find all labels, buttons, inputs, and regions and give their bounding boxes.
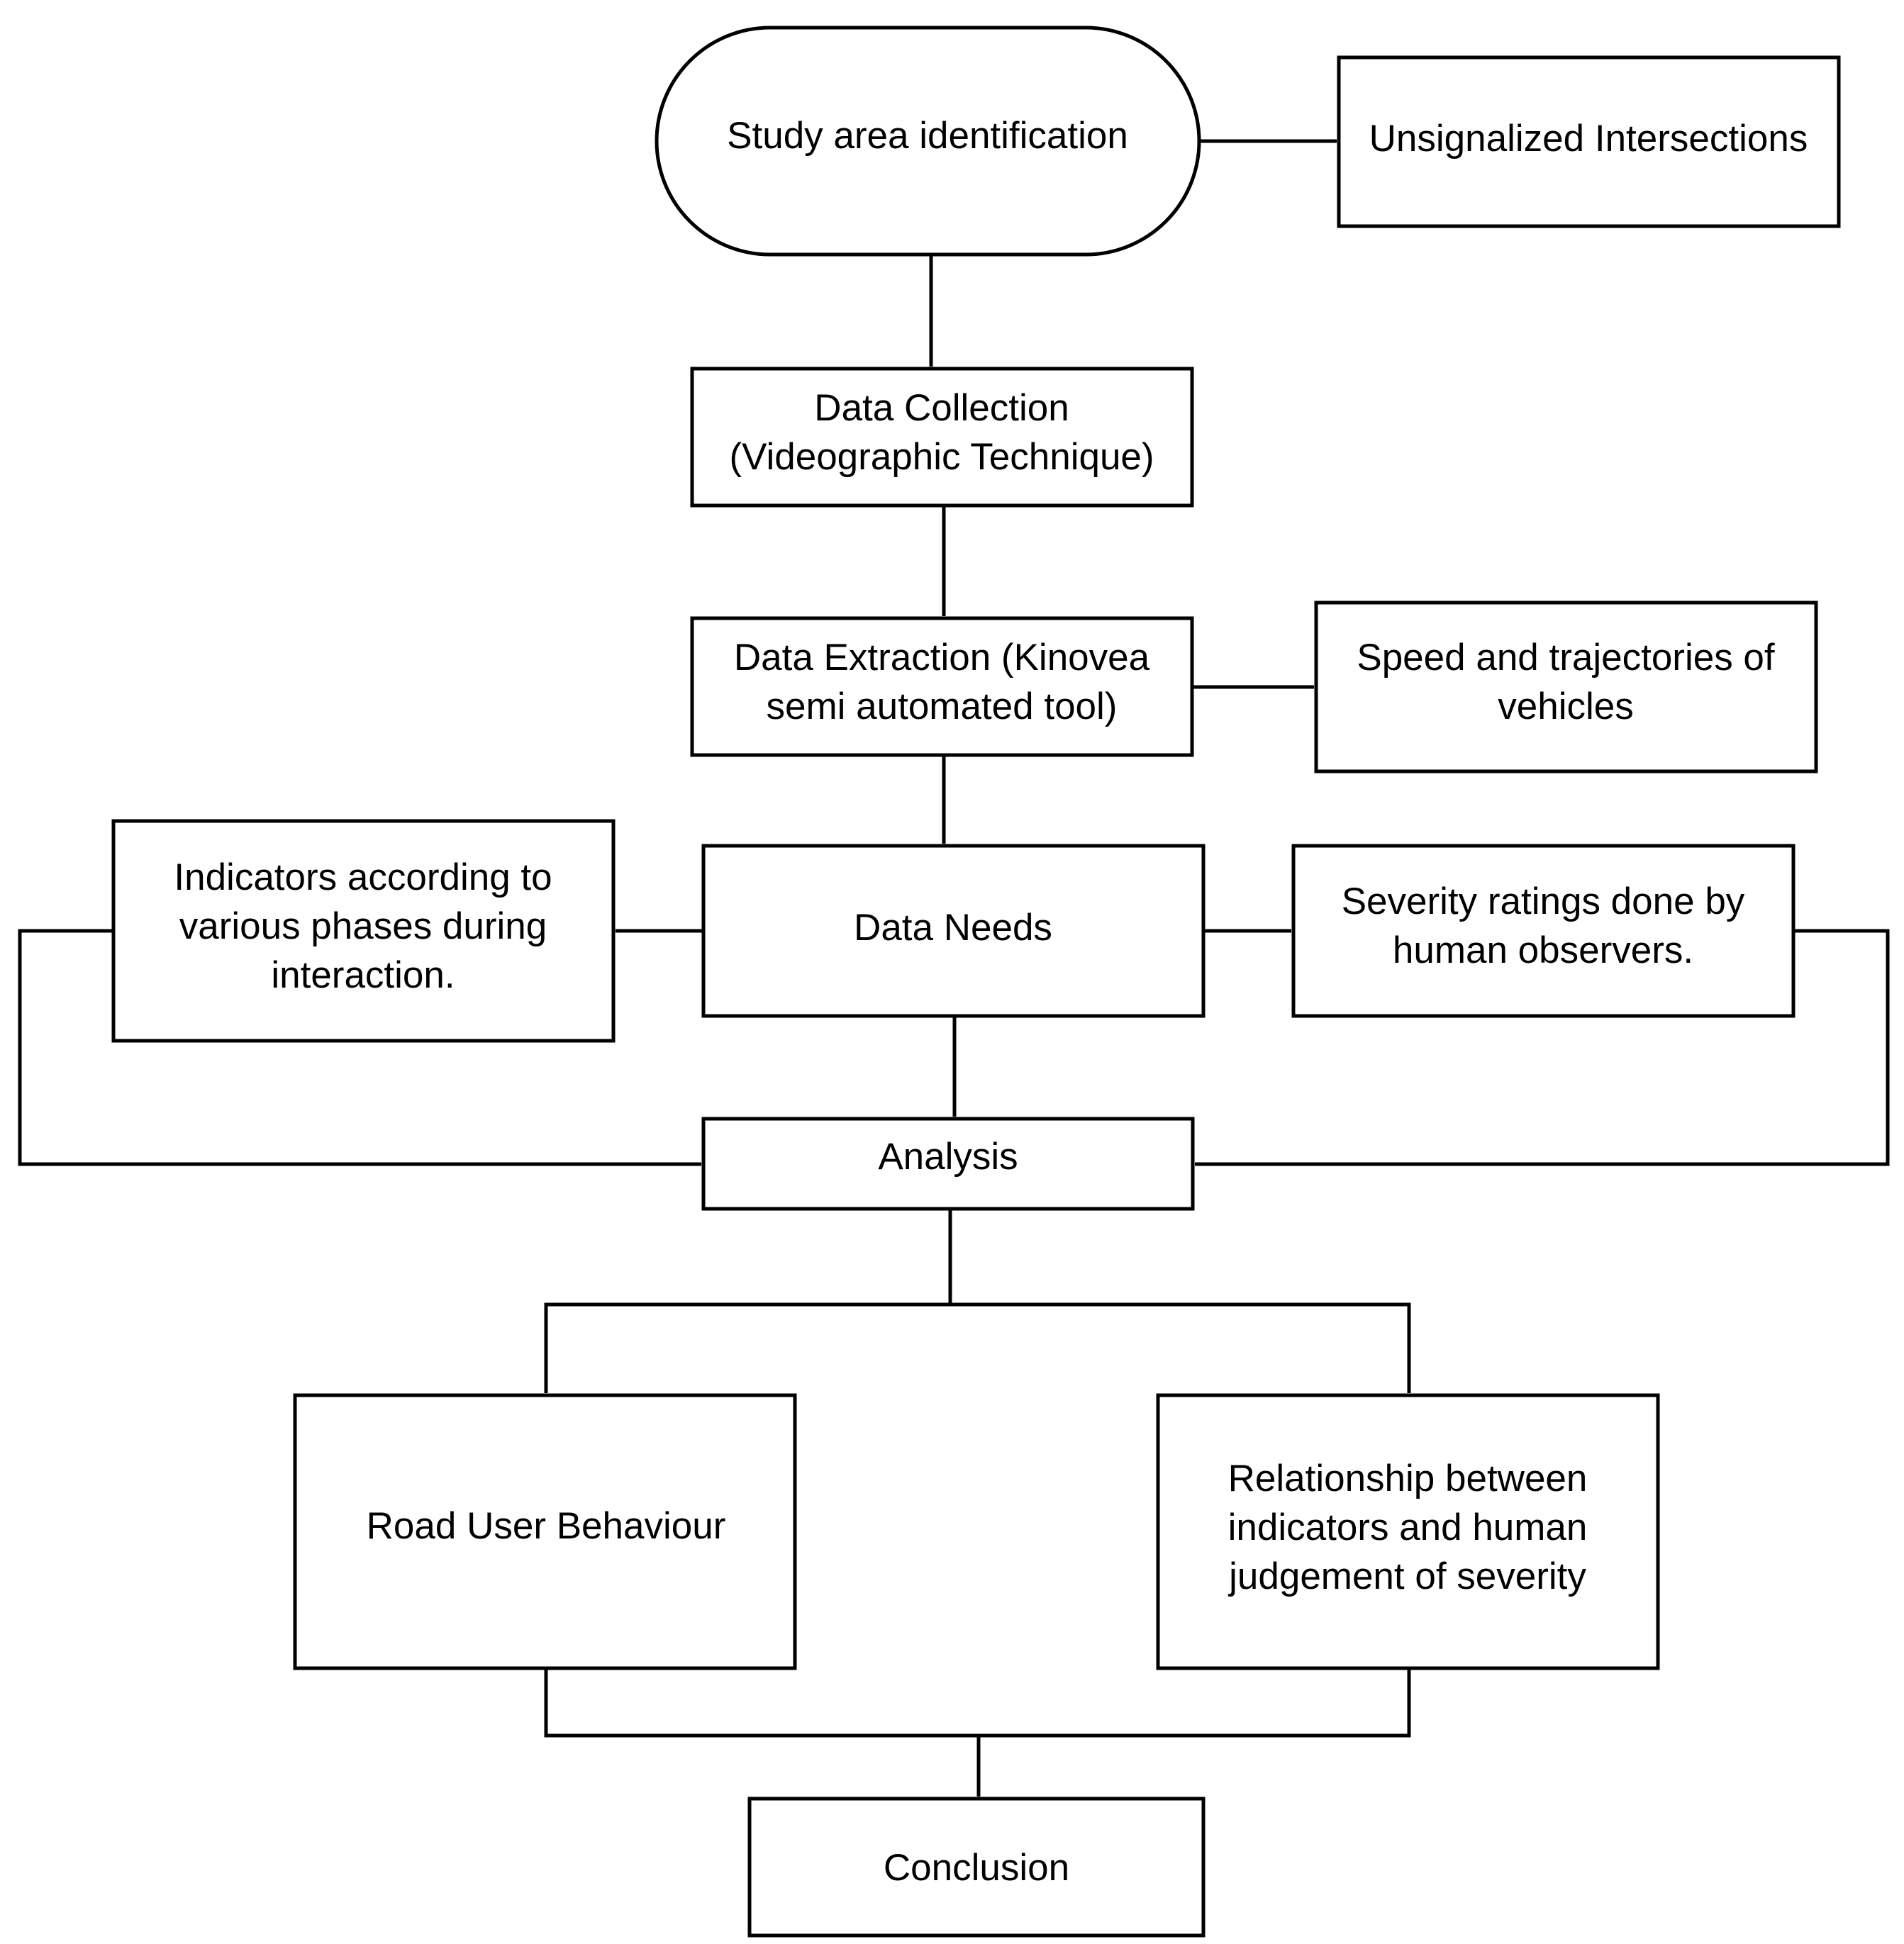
node-label-line: Study area identification [727,115,1128,157]
node-road-user-behaviour-label: Road User Behaviour [367,1505,726,1547]
node-label-line: various phases during [179,905,547,947]
node-analysis: Analysis [701,1117,1195,1211]
node-label-line: judgement of severity [1227,1555,1586,1597]
node-label-line: (Videographic Technique) [729,436,1154,478]
node-data-needs: Data Needs [701,844,1206,1018]
arrow-road-user-to-junction [544,1668,1411,1738]
node-analysis-label: Analysis [878,1136,1018,1178]
arrow-indicators-to-analysis [18,929,701,1166]
node-data-collection: Data Collection (Videographic Technique) [690,367,1194,508]
node-label-line: Indicators according to [174,856,552,898]
node-label-line: interaction. [271,954,455,996]
node-label-line: indicators and human [1228,1507,1588,1548]
node-data-needs-label: Data Needs [854,907,1052,949]
node-indicators: Indicators according to various phases du… [111,819,616,1043]
node-unsignalized-intersections-label: Unsignalized Intersections [1369,118,1808,160]
node-conclusion: Conclusion [747,1797,1206,1938]
node-label-line: Speed and trajectories of [1357,637,1775,678]
node-label-line: Data Needs [854,907,1052,949]
node-label-line: vehicles [1498,686,1633,727]
node-relationship-label: Relationship between indicators and human… [1227,1458,1587,1597]
node-label-line: Road User Behaviour [367,1505,726,1547]
node-label-line: Data Collection [814,387,1069,429]
node-speed-trajectories: Speed and trajectories of vehicles [1314,600,1818,773]
node-data-collection-label: Data Collection (Videographic Technique) [729,387,1154,478]
node-label-line: Data Extraction (Kinovea [734,637,1150,678]
node-indicators-label: Indicators according to various phases du… [174,856,552,996]
node-label-line: human observers. [1393,929,1693,971]
node-relationship: Relationship between indicators and human… [1156,1393,1660,1670]
node-label-line: Conclusion [884,1847,1069,1889]
node-severity-ratings-label: Severity ratings done by human observers. [1342,881,1745,971]
node-road-user-behaviour: Road User Behaviour [293,1393,797,1670]
node-label-line: Severity ratings done by [1342,881,1745,922]
node-label-line: Relationship between [1228,1458,1588,1499]
arrow-analysis-to-road-user [544,1302,950,1393]
node-label-line: Analysis [878,1136,1018,1178]
node-label-line: semi automated tool) [767,686,1118,727]
arrow-severity-to-analysis [1195,929,1890,1166]
node-data-extraction: Data Extraction (Kinovea semi automated t… [690,616,1194,757]
node-unsignalized-intersections: Unsignalized Intersections [1337,55,1841,228]
node-conclusion-label: Conclusion [884,1847,1069,1889]
node-speed-trajectories-label: Speed and trajectories of vehicles [1357,637,1775,727]
node-study-area: Study area identification [655,26,1201,257]
node-label-line: Unsignalized Intersections [1369,118,1808,160]
node-data-extraction-label: Data Extraction (Kinovea semi automated t… [734,637,1150,727]
node-study-area-label: Study area identification [727,115,1128,157]
node-severity-ratings: Severity ratings done by human observers. [1291,844,1796,1018]
arrow-analysis-to-relationship [950,1302,1411,1393]
